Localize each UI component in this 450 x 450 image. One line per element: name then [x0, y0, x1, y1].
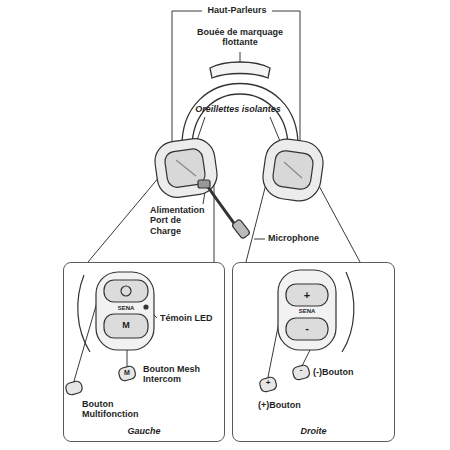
part-label: Bouton Multifonction: [82, 399, 152, 420]
microphone: [198, 180, 250, 239]
left-control: [65, 272, 154, 396]
part-label: Témoin LED: [160, 313, 224, 323]
part-label: Alimentation Port de Charge: [150, 205, 212, 236]
button-glyph: -: [295, 366, 307, 374]
logo-text: SENA: [293, 308, 321, 314]
button-glyph: +: [300, 290, 314, 301]
right-earcup: [260, 136, 326, 203]
button-glyph: M: [121, 369, 133, 376]
part-label: Bouton Mesh Intercom: [143, 364, 213, 385]
part-label: Haut-Parleurs: [202, 5, 272, 15]
leader-lines: [74, 11, 360, 381]
panel-caption: Gauche: [64, 426, 224, 436]
part-label: (-)Bouton: [313, 367, 373, 377]
button-glyph: -: [300, 323, 314, 334]
button-glyph: +: [262, 379, 274, 387]
part-label: (+)Bouton: [258, 400, 318, 410]
button-glyph: M: [118, 321, 134, 330]
panel-caption: Droite: [233, 426, 394, 436]
part-label: Bouée de marquage flottante: [194, 27, 286, 48]
headband: [182, 62, 298, 148]
part-label: Oreillettes isolantes: [188, 104, 288, 114]
logo-text: SENA: [112, 305, 140, 311]
panel-box: Droite: [232, 262, 395, 442]
part-label: Microphone: [268, 233, 338, 243]
